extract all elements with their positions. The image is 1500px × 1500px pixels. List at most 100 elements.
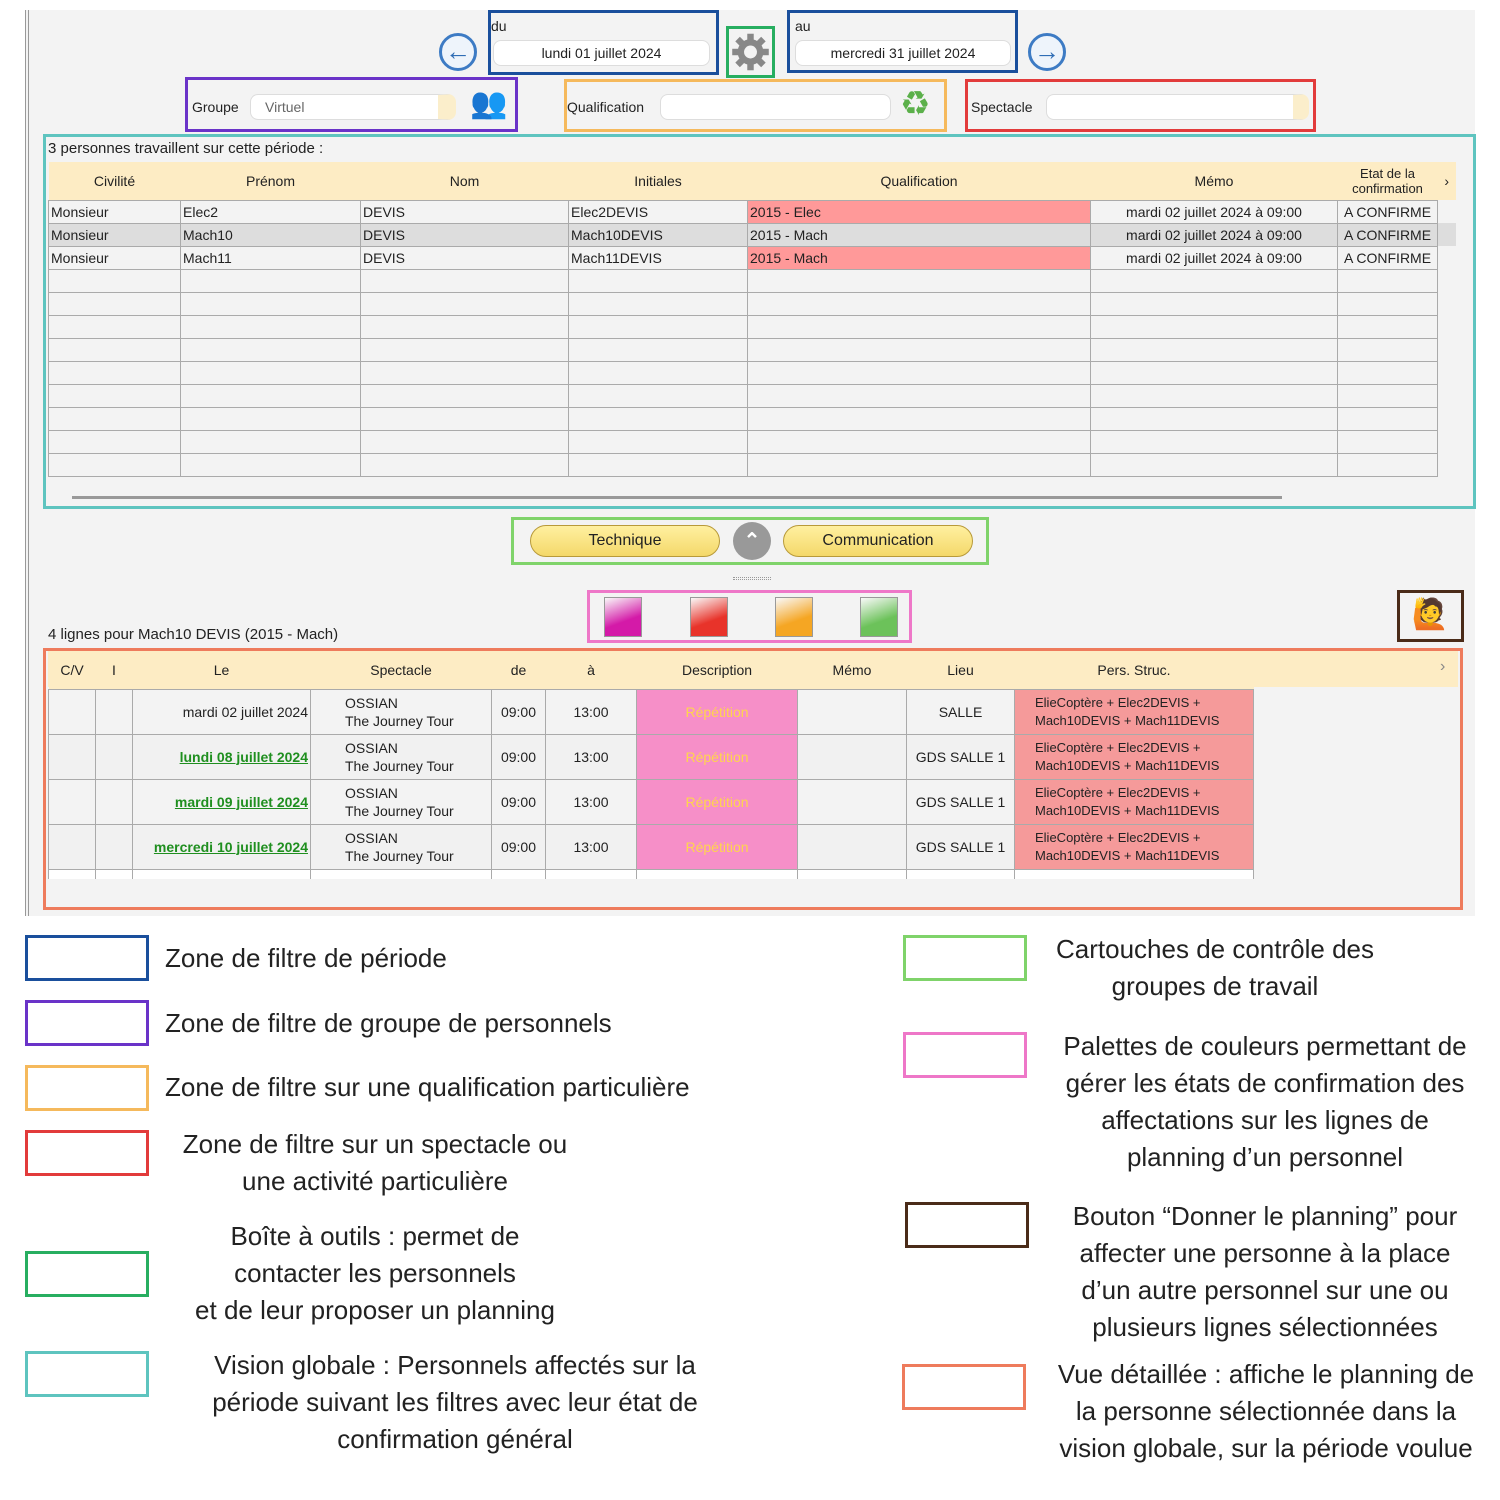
legend-swatch-toolbox [25, 1251, 149, 1297]
table-row[interactable] [48, 268, 1457, 293]
collapse-chevron-up-icon[interactable]: ⌃ [733, 522, 771, 560]
i-cell[interactable] [95, 733, 133, 780]
palette-orange-swatch[interactable] [775, 597, 813, 637]
date-link[interactable]: lundi 08 juillet 2024 [179, 748, 308, 765]
group-input[interactable]: Virtuel [250, 94, 456, 120]
users-group-icon[interactable]: 👥 [470, 87, 508, 120]
empty-cell [491, 868, 546, 879]
detail-column-header[interactable]: C/V [48, 651, 96, 689]
palette-magenta-swatch[interactable] [604, 597, 642, 637]
table-cell [747, 268, 1091, 293]
spectacle-tour: The Journey Tour [345, 712, 454, 729]
detail-column-header[interactable]: Pers. Struc. [1014, 651, 1254, 689]
row-spacer [1438, 384, 1457, 407]
detail-column-header[interactable]: à [545, 651, 637, 689]
column-header-label: Lieu [947, 661, 974, 678]
i-cell[interactable] [95, 688, 133, 735]
table-cell [48, 268, 181, 293]
table-cell: mardi 02 juillet 2024 à 09:00 [1090, 199, 1338, 224]
table-row[interactable] [48, 314, 1457, 339]
overview-column-header[interactable]: Qualification [747, 162, 1091, 200]
cv-cell[interactable] [48, 688, 96, 735]
scroll-right-chevron-icon[interactable]: › [1440, 658, 1446, 675]
palette-green-swatch[interactable] [860, 597, 898, 637]
table-row[interactable] [48, 291, 1457, 316]
detail-column-header[interactable]: Spectacle [310, 651, 492, 689]
table-cell [48, 360, 181, 385]
table-cell [1337, 360, 1438, 385]
lieu-cell: SALLE [906, 688, 1015, 735]
recycle-reset-icon[interactable]: ♻ [900, 85, 931, 123]
table-row[interactable] [48, 429, 1457, 454]
previous-period-arrow-icon[interactable]: ← [439, 33, 477, 71]
row-spacer [1438, 200, 1457, 223]
detail-column-header[interactable]: Description [636, 651, 798, 689]
empty-cell [906, 868, 1015, 879]
table-cell [1337, 337, 1438, 362]
to-date-input[interactable]: mercredi 31 juillet 2024 [795, 40, 1011, 66]
table-cell [360, 268, 569, 293]
toolbox-button[interactable] [726, 26, 775, 78]
memo-cell [797, 823, 907, 870]
table-cell [1090, 268, 1338, 293]
end-time-cell: 13:00 [545, 733, 637, 780]
legend-group: Zone de filtre de groupe de personnels [165, 1008, 612, 1038]
detail-column-header[interactable]: Le [132, 651, 311, 689]
horizontal-scrollbar[interactable] [72, 496, 1282, 499]
overview-column-header[interactable]: Nom [360, 162, 569, 200]
cv-cell[interactable] [48, 778, 96, 825]
table-row[interactable] [48, 337, 1457, 362]
overview-column-header[interactable]: Civilité [48, 162, 181, 200]
spectacle-input[interactable] [1046, 94, 1309, 120]
person-question-icon: 🙋 [1411, 598, 1450, 631]
table-cell [360, 337, 569, 362]
scroll-right-chevron-icon[interactable]: › [1437, 162, 1457, 200]
i-cell[interactable] [95, 823, 133, 870]
table-row[interactable] [48, 406, 1457, 431]
splitter-handle[interactable] [733, 577, 771, 580]
table-row[interactable] [48, 383, 1457, 408]
technique-button[interactable]: Technique [530, 525, 720, 557]
from-date-input[interactable]: lundi 01 juillet 2024 [493, 40, 710, 66]
cv-cell[interactable] [48, 733, 96, 780]
overview-zone [43, 134, 1476, 509]
column-header-label: Etat de la confirmation [1352, 165, 1423, 196]
communication-button[interactable]: Communication [783, 525, 973, 557]
spectacle-label: Spectacle [971, 99, 1033, 115]
cv-cell[interactable] [48, 823, 96, 870]
qualification-input[interactable] [660, 94, 891, 120]
detail-column-header[interactable]: de [491, 651, 546, 689]
detail-column-header[interactable]: Mémo [797, 651, 907, 689]
description-cell: Répétition [636, 688, 798, 735]
overview-column-header[interactable]: Mémo [1090, 162, 1338, 200]
date-cell: mercredi 10 juillet 2024 [132, 823, 311, 870]
next-period-arrow-icon[interactable]: → [1028, 33, 1066, 71]
date-link[interactable]: mercredi 10 juillet 2024 [153, 838, 308, 855]
detail-column-header[interactable]: Lieu [906, 651, 1015, 689]
date-link[interactable]: mardi 09 juillet 2024 [174, 793, 308, 810]
column-header-label: Spectacle [370, 661, 432, 678]
palette-red-swatch[interactable] [690, 597, 728, 637]
table-row[interactable] [48, 452, 1457, 477]
give-planning-button[interactable]: 🙋 [1397, 590, 1464, 642]
empty-cell [132, 868, 311, 879]
table-row[interactable] [48, 360, 1457, 385]
table-cell [568, 268, 748, 293]
overview-column-header[interactable]: Etat de la confirmation [1337, 162, 1438, 200]
spectacle-tour: The Journey Tour [345, 847, 454, 864]
table-cell [360, 406, 569, 431]
overview-column-header[interactable]: Prénom [180, 162, 361, 200]
lieu-cell: GDS SALLE 1 [906, 778, 1015, 825]
overview-column-header[interactable]: Initiales [568, 162, 748, 200]
i-cell[interactable] [95, 778, 133, 825]
detail-column-header[interactable]: I [95, 651, 133, 689]
table-cell: Mach11DEVIS [568, 245, 748, 270]
